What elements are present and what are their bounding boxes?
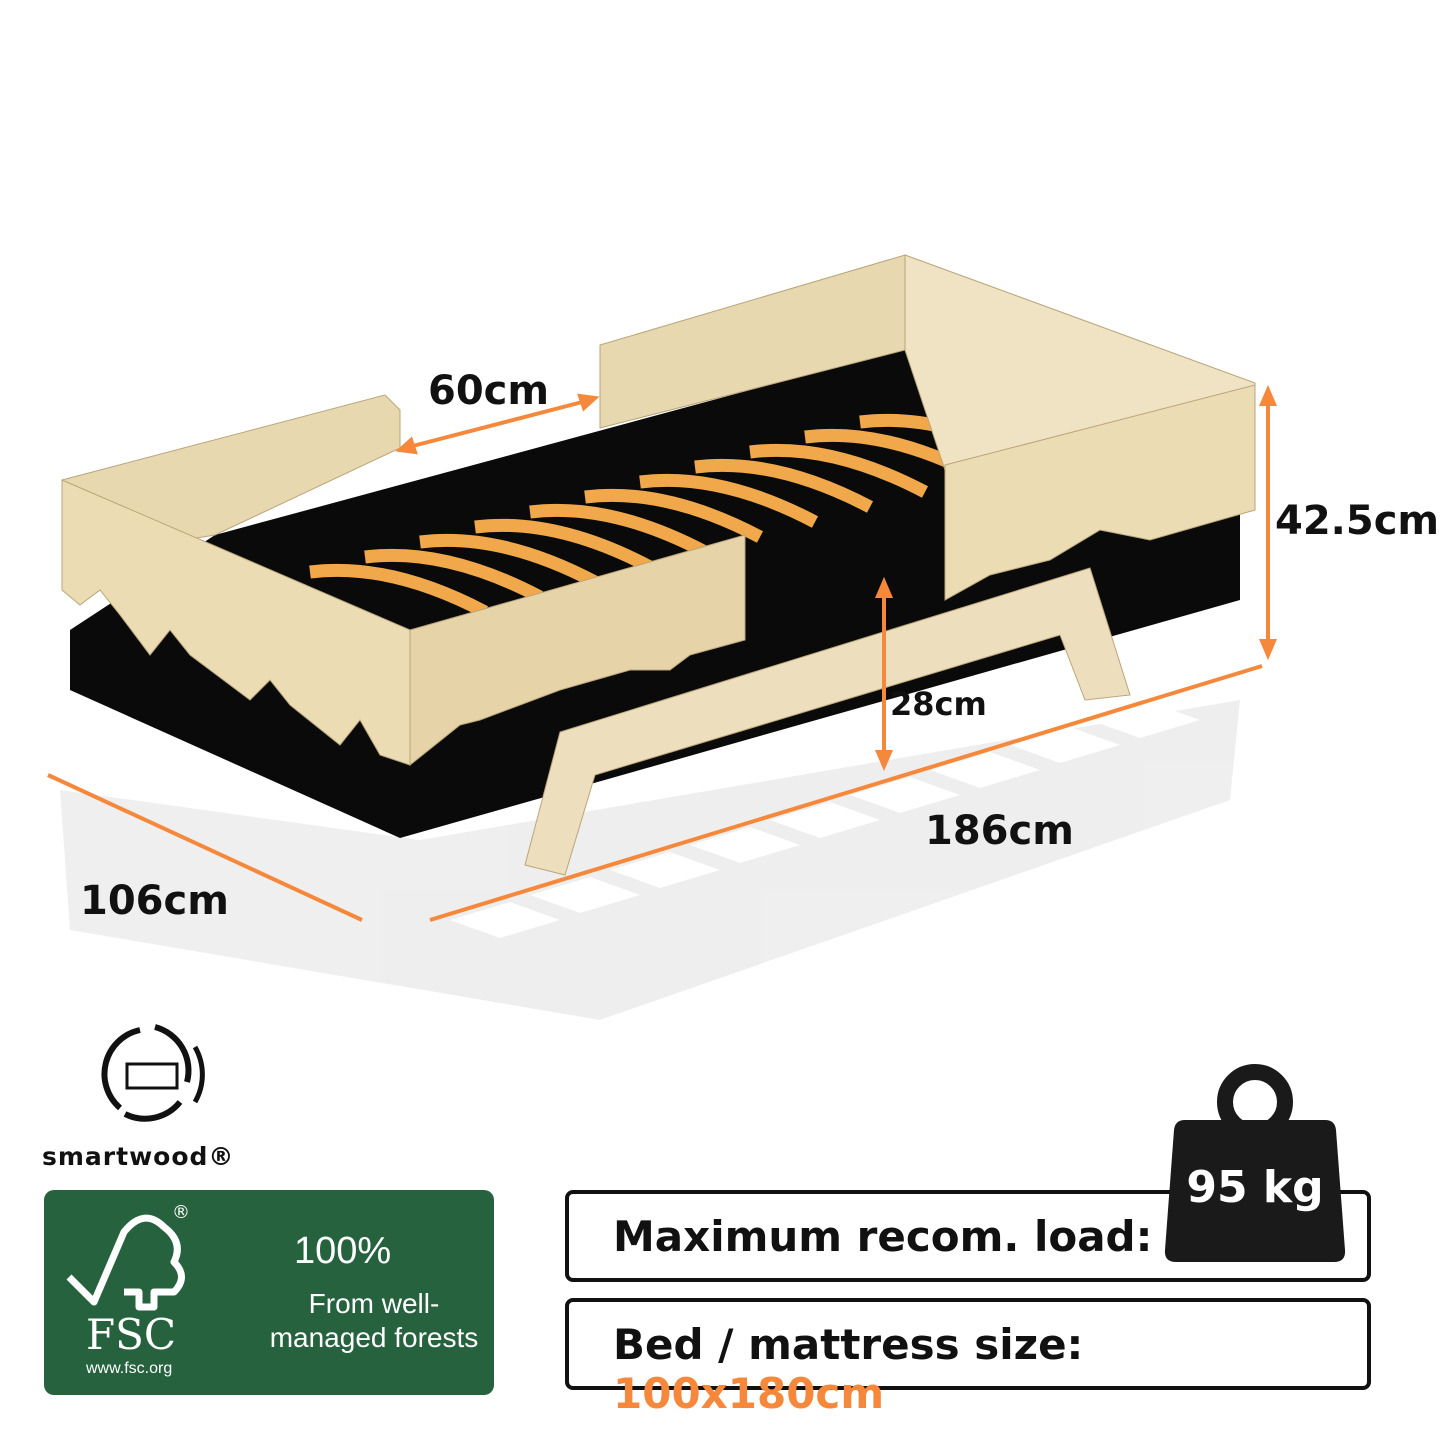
fsc-percent: 100%: [294, 1230, 392, 1272]
leg-height-dimension-label: 28cm: [890, 685, 987, 723]
fsc-text-line2: managed forests: [269, 1322, 479, 1353]
length-dimension-label: 186cm: [925, 808, 1074, 854]
slat: [749, 443, 929, 498]
max-load-label: Maximum recom. load:: [613, 1212, 1153, 1261]
slat: [694, 458, 874, 513]
shadow-stripe: [690, 827, 800, 863]
front-rail-panel: [409, 534, 746, 767]
right-end-panel: [944, 384, 1256, 601]
depth-dimension-label: 106cm: [80, 878, 229, 924]
shadow-stripe: [770, 802, 880, 838]
fsc-label: FSC: [86, 1310, 177, 1359]
max-load-value: 95 kg: [1186, 1162, 1324, 1213]
mattress-size-text: Bed / mattress size: 100x180cm: [613, 1320, 1367, 1418]
leg-stand: [524, 567, 1131, 876]
mattress-size-value: 100x180cm: [613, 1369, 885, 1418]
slat: [639, 473, 819, 528]
shadow-stripe: [450, 902, 560, 938]
smartwood-wordmark: smartwood®: [42, 1142, 235, 1171]
fsc-url: www.fsc.org: [86, 1360, 173, 1377]
shadow-stripe: [850, 777, 960, 813]
shadow-stripe: [930, 752, 1040, 788]
fsc-text-line1: From well-: [308, 1288, 440, 1319]
width-dimension-label: 60cm: [428, 368, 550, 414]
height-dimension-label: 42.5cm: [1275, 498, 1440, 544]
mattress-size-box: Bed / mattress size: 100x180cm: [565, 1298, 1371, 1418]
shadow-stripe: [610, 852, 720, 888]
fsc-tree-check-icon: [66, 1214, 185, 1311]
fsc-registered-mark: ®: [172, 1202, 190, 1223]
fsc-badge: ® FSC www.fsc.org 100% From well- manage…: [44, 1190, 494, 1395]
slat: [584, 488, 764, 543]
slat: [419, 533, 599, 588]
floor-shadow: [60, 700, 1240, 1020]
shadow-stripe: [1090, 702, 1200, 738]
slat: [309, 563, 489, 618]
weight-icon: 95 kg: [1160, 1060, 1350, 1270]
slat: [529, 503, 709, 558]
slat: [364, 548, 544, 603]
slat: [474, 518, 654, 573]
front-end-panel: [61, 479, 411, 766]
kettlebell-shape: [1164, 1064, 1346, 1262]
shadow-stripe: [530, 877, 640, 913]
dimension-arrows: [47, 384, 1278, 922]
smartwood-logo-icon: [101, 1024, 205, 1122]
mattress-size-label: Bed / mattress size:: [613, 1320, 1084, 1369]
shadow-stripe: [1010, 727, 1120, 763]
